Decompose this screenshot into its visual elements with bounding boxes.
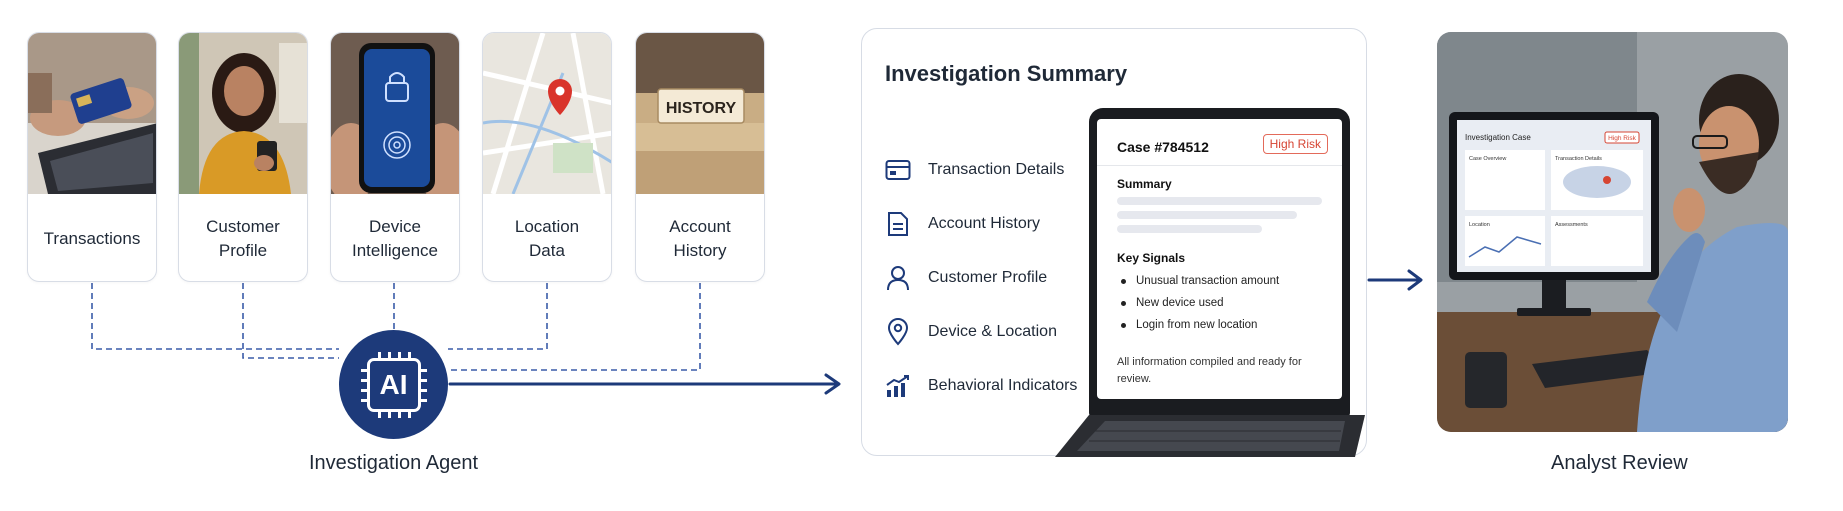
review-note: All information compiled and ready for r…: [1117, 356, 1302, 385]
source-card-transactions: Transactions: [27, 32, 157, 282]
monitor-panel-label: Location: [1469, 222, 1490, 228]
case-title: Case #784512: [1117, 139, 1209, 155]
agent-to-summary-arrow: [448, 373, 841, 395]
ai-agent-node: AI: [339, 330, 448, 439]
key-signals-heading: Key Signals: [1117, 251, 1186, 265]
connector-account-history: [448, 283, 701, 371]
summary-placeholder-line: [1117, 197, 1322, 205]
summary-item-behavioral-indicators: Behavioral Indicators: [884, 371, 1077, 401]
case-screen-divider: [1097, 165, 1342, 166]
signal-item: New device used: [1117, 297, 1224, 309]
summary-placeholder-line: [1117, 225, 1262, 233]
monitor-title: Investigation Case: [1465, 133, 1531, 142]
analyst-review-caption: Analyst Review: [1551, 452, 1688, 474]
customer-photo: [179, 33, 307, 194]
investigation-agent-caption: Investigation Agent: [309, 452, 479, 474]
history-folder-tab-text: HISTORY: [666, 100, 737, 117]
laptop-keyboard-base: [1055, 415, 1365, 457]
map-pin-photo: [483, 33, 611, 194]
monitor-risk-badge: High Risk: [1608, 135, 1637, 142]
phone-fingerprint-photo: [331, 33, 459, 194]
connector-location-data: [448, 283, 548, 350]
case-screen: Case #784512 High Risk Summary Key Signa…: [1097, 119, 1342, 399]
signal-item: Login from new location: [1117, 319, 1257, 331]
card-payment-photo: [28, 33, 156, 194]
source-label-transactions: Transactions: [43, 228, 141, 248]
user-icon: [884, 264, 912, 292]
high-risk-badge: High Risk: [1262, 134, 1328, 154]
bar-chart-icon: [884, 372, 912, 400]
monitor-panel-label: Assessments: [1555, 222, 1588, 228]
summary-item-customer-profile: Customer Profile: [884, 263, 1047, 293]
ai-chip-text: AI: [379, 368, 408, 400]
analyst-review-photo: Investigation Case High Risk Case Overvi…: [1437, 32, 1788, 432]
ai-chip-icon: AI: [360, 351, 427, 418]
location-pin-icon: [884, 318, 912, 346]
connector-transactions: [91, 283, 339, 350]
summary-item-transaction-details: Transaction Details: [884, 155, 1064, 185]
connector-customer-profile: [242, 283, 339, 359]
summary-item-account-history: Account History: [884, 209, 1040, 239]
credit-card-icon: [884, 156, 912, 184]
document-icon: [884, 210, 912, 238]
summary-item-device-location: Device & Location: [884, 317, 1057, 347]
history-folder-photo: HISTORY: [636, 33, 764, 194]
summary-placeholder-line: [1117, 211, 1297, 219]
monitor-panel-label: Transaction Details: [1555, 156, 1602, 162]
summary-heading: Summary: [1117, 177, 1172, 191]
monitor-panel-label: Case Overview: [1469, 156, 1506, 162]
signal-item: Unusual transaction amount: [1117, 275, 1279, 287]
summary-title: Investigation Summary: [885, 61, 1128, 86]
summary-to-analyst-arrow: [1367, 269, 1423, 291]
